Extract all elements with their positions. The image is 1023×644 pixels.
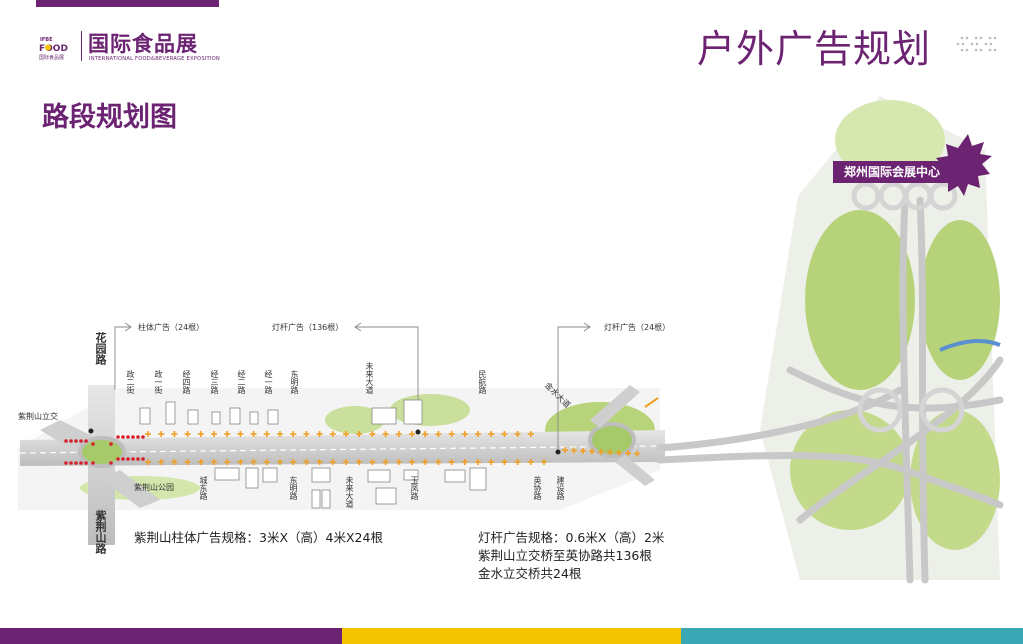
section-title: 路段规划图 — [42, 102, 177, 133]
logo-mark-cn: 国际食品展 — [39, 54, 64, 61]
page-title: 户外广告规划 — [697, 27, 932, 71]
lamp-ad-spec-count-136: 紫荆山立交桥至英协路共136根 — [478, 548, 652, 563]
pillar-ad-spec: 紫荆山柱体广告规格：3米X（高）4米X24根 — [134, 530, 383, 545]
lamp-ad-spec-count-24: 金水立交桥共24根 — [478, 566, 582, 581]
expo-logo[interactable]: IFBE FOOD 国际食品展 国际食品展 INTERNATIONAL FOOD… — [38, 28, 220, 64]
road-label-weilai-n: 未来大道 — [365, 362, 374, 394]
road-label-yingxie: 英协路 — [533, 476, 542, 500]
road-label-jingsi: 经四路 — [182, 370, 191, 394]
bottom-stripe-purple — [0, 628, 342, 644]
logo-text-en: INTERNATIONAL FOOD&BEVERAGE EXPOSITION — [89, 56, 221, 62]
venue-badge: 郑州国际会展中心 — [833, 161, 951, 183]
logo-text-cn: 国际食品展 — [88, 32, 198, 56]
callout-lamp-ads-136: 灯杆广告（136根） — [272, 323, 344, 332]
road-label-jinger: 经二路 — [237, 370, 246, 394]
road-label-chengdong: 城东路 — [199, 476, 208, 500]
bottom-stripe-teal — [681, 628, 1023, 644]
road-label-jianshe: 建设路 — [556, 476, 565, 500]
pillar-markers — [64, 435, 145, 465]
logo-divider — [81, 31, 82, 61]
road-label-dongming-n: 东明路 — [290, 370, 299, 394]
road-label-jingyi: 经一路 — [264, 370, 273, 394]
road-label-jingsan: 经三路 — [210, 370, 219, 394]
road-label-dongming-s: 东明路 — [289, 476, 298, 500]
lamp-pole-markers-north — [145, 431, 640, 457]
road-label-yufeng: 玉凤路 — [410, 476, 419, 500]
place-label-park: 紫荆山公园 — [134, 483, 174, 492]
logo-mark-main: FOOD — [39, 44, 68, 54]
road-label-huayuan: 花园路 — [94, 332, 107, 365]
chevron-dots-icon — [956, 36, 997, 52]
bottom-stripe-yellow — [342, 628, 681, 644]
road-label-weilai-s: 未来大道 — [345, 476, 354, 508]
logo-mark-top: IFBE — [40, 37, 53, 43]
top-accent-bar — [36, 0, 219, 7]
road-label-zijingshan: 紫荆山路 — [94, 510, 107, 554]
lamp-pole-markers-south — [145, 459, 547, 465]
road-label-zhenger: 政二街 — [126, 370, 135, 394]
food-logo-icon: IFBE FOOD 国际食品展 — [39, 37, 68, 61]
road-label-minhang: 民航路 — [478, 370, 487, 394]
place-label-interchange: 紫荆山立交 — [18, 412, 58, 421]
callout-lamp-ads-24: 灯杆广告（24根） — [604, 323, 671, 332]
callout-pillar-ads: 柱体广告（24根） — [138, 323, 205, 332]
road-label-zhengyi: 政一街 — [154, 370, 163, 394]
lamp-ad-spec-size: 灯杆广告规格：0.6米X（高）2米 — [478, 530, 665, 545]
